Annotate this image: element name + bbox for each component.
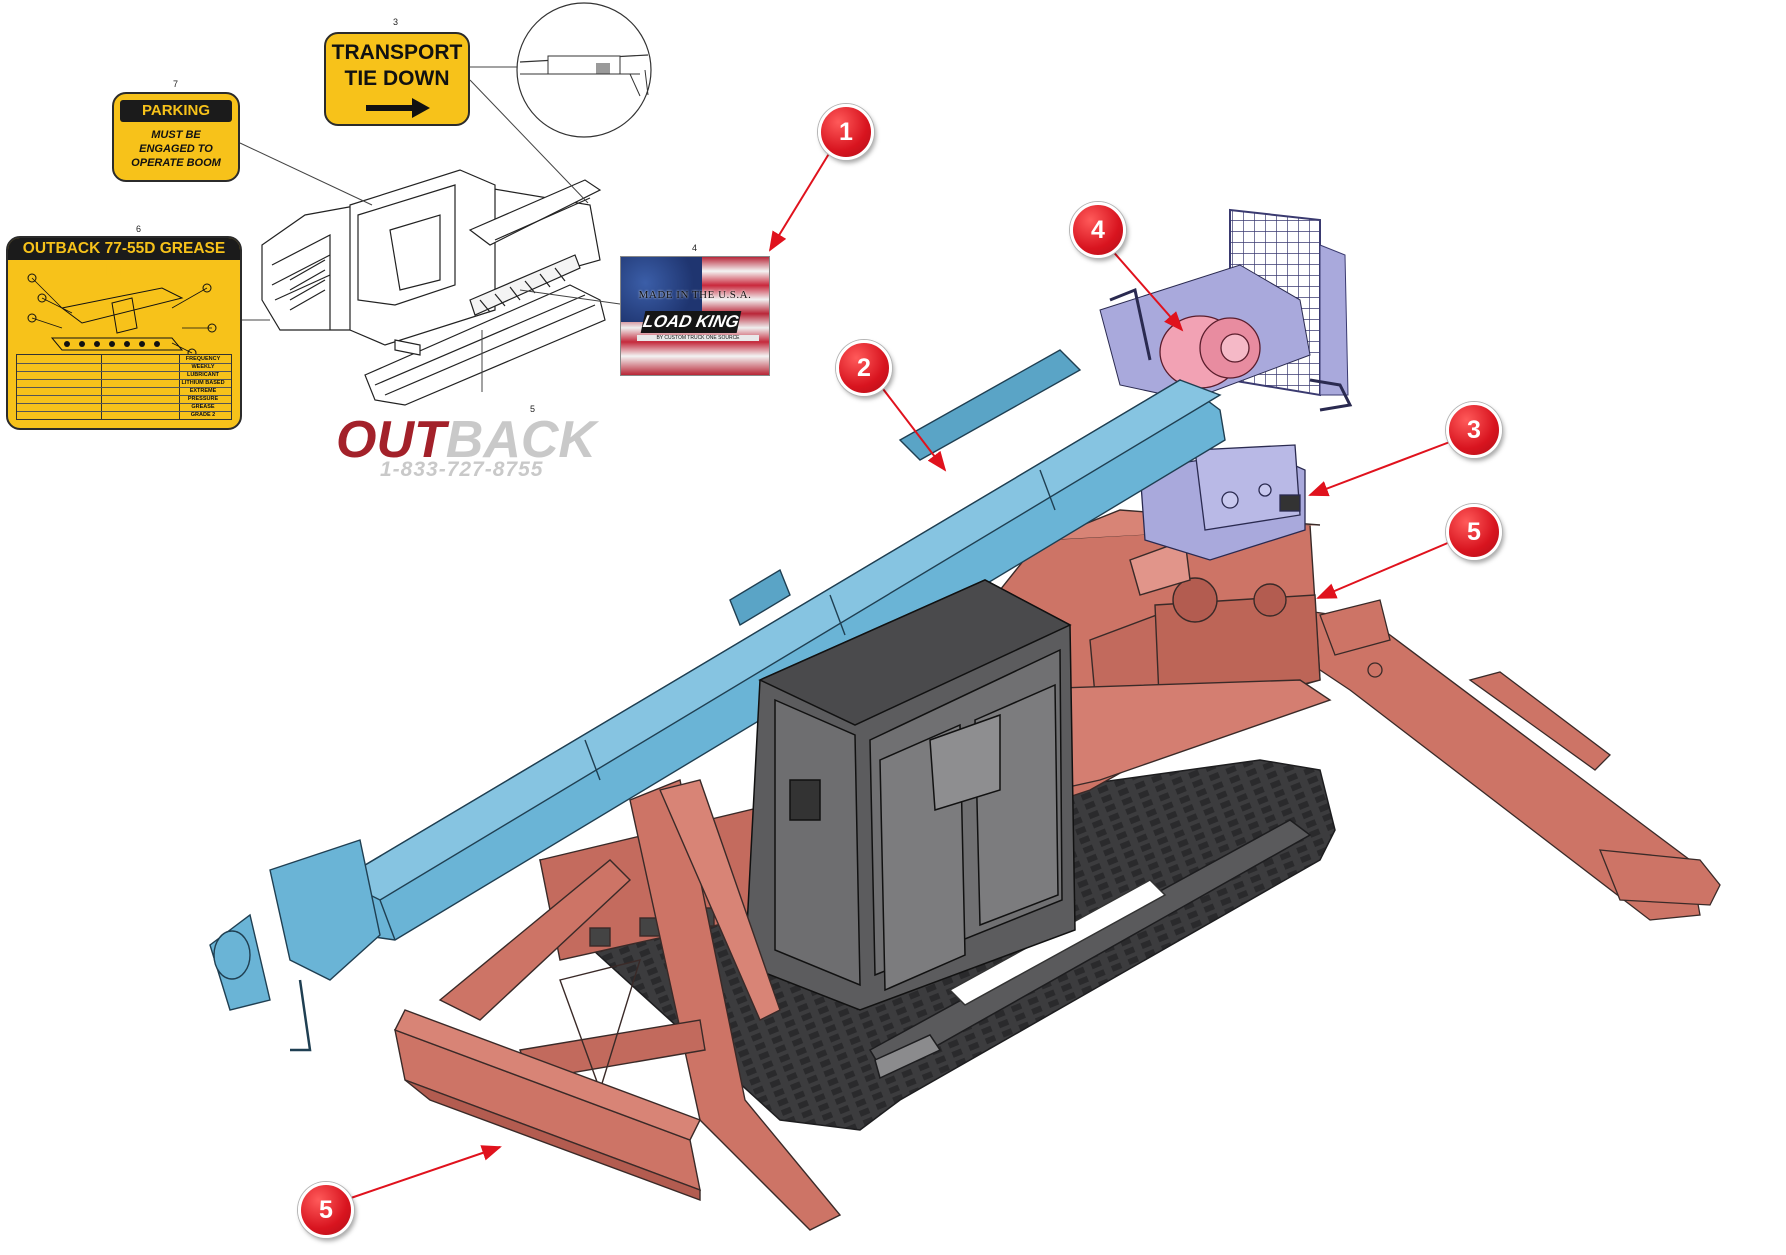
- made-in-usa-decal: MADE IN THE U.S.A. LOAD KING BY CUSTOM T…: [620, 256, 770, 376]
- callout-4: 4: [1070, 202, 1126, 258]
- decal-number-3: 3: [393, 17, 399, 27]
- parking-brake-line1: MUST BE: [151, 129, 201, 141]
- grease-frequency-cell: FREQUENCY WEEKLY LUBRICANT LITHIUM BASED…: [175, 355, 231, 419]
- winch-drum: [1159, 315, 1261, 389]
- decal-leader-lines: [238, 66, 621, 392]
- lubricant-line2: EXTREME PRESSURE: [187, 388, 219, 402]
- callout-5-right: 5: [1446, 504, 1502, 560]
- load-king-logo: LOAD KING: [640, 311, 742, 333]
- tie-down-label: TIE DOWN: [344, 67, 450, 90]
- grease-fitting-title: OUTBACK 77-55D GREASE FITTING: [8, 238, 240, 279]
- grease-fitting-diagram: [27, 273, 217, 358]
- lubricant-line4: GRADE 2: [190, 412, 216, 418]
- callout-2: 2: [836, 340, 892, 396]
- decal-number-6: 6: [136, 224, 142, 234]
- callout-5-left: 5: [298, 1182, 354, 1238]
- parking-brake-body: MUST BE ENGAGED TO OPERATE BOOM: [114, 128, 238, 170]
- callout-1: 1: [818, 104, 874, 160]
- turret: [1139, 444, 1306, 561]
- callout-3: 3: [1446, 402, 1502, 458]
- right-arrow-icon: [366, 98, 430, 118]
- lubricant-label: LUBRICANT: [186, 372, 220, 378]
- outback-brand: OUTBACK: [336, 412, 596, 468]
- parking-brake-title: PARKING BRAKE: [120, 100, 232, 141]
- outback-phone: 1-833-727-8755: [380, 458, 544, 481]
- grease-fitting-decal: OUTBACK 77-55D GREASE FITTING FREQUENCY …: [6, 236, 242, 430]
- outback-red: OUT: [336, 411, 446, 469]
- callout-arrows: [344, 151, 1456, 1201]
- lubricant-line1: LITHIUM BASED: [181, 380, 225, 386]
- operator-cab: [744, 579, 1076, 1011]
- load-king-subtext: BY CUSTOM TRUCK ONE SOURCE: [637, 335, 759, 341]
- parking-brake-line3: OPERATE BOOM: [131, 157, 221, 169]
- parking-brake-decal: PARKING BRAKE MUST BE ENGAGED TO OPERATE…: [112, 92, 240, 182]
- parking-brake-line2: ENGAGED TO: [139, 143, 213, 155]
- frequency-label: FREQUENCY: [185, 356, 221, 362]
- transport-tie-down-text: TRANSPORT TIE DOWN: [326, 40, 468, 92]
- decal-location-thumbnail: [261, 169, 606, 406]
- outback-grey: BACK: [445, 411, 596, 469]
- transport-label: TRANSPORT: [331, 41, 463, 64]
- decal-number-4: 4: [692, 243, 698, 253]
- frequency-value: WEEKLY: [191, 364, 215, 370]
- decal-number-5: 5: [530, 404, 536, 414]
- lubricant-line3: GREASE: [191, 404, 215, 410]
- made-in-usa-text: MADE IN THE U.S.A.: [638, 289, 752, 301]
- grease-fitting-table: FREQUENCY WEEKLY LUBRICANT LITHIUM BASED…: [16, 354, 232, 420]
- decal-number-7: 7: [173, 79, 179, 89]
- tie-down-detail-circle: [516, 2, 652, 138]
- transport-tie-down-decal: TRANSPORT TIE DOWN: [324, 32, 470, 126]
- right-outrigger: [1289, 599, 1721, 921]
- front-outrigger: [394, 779, 842, 1231]
- telescopic-boom: [209, 349, 1226, 1052]
